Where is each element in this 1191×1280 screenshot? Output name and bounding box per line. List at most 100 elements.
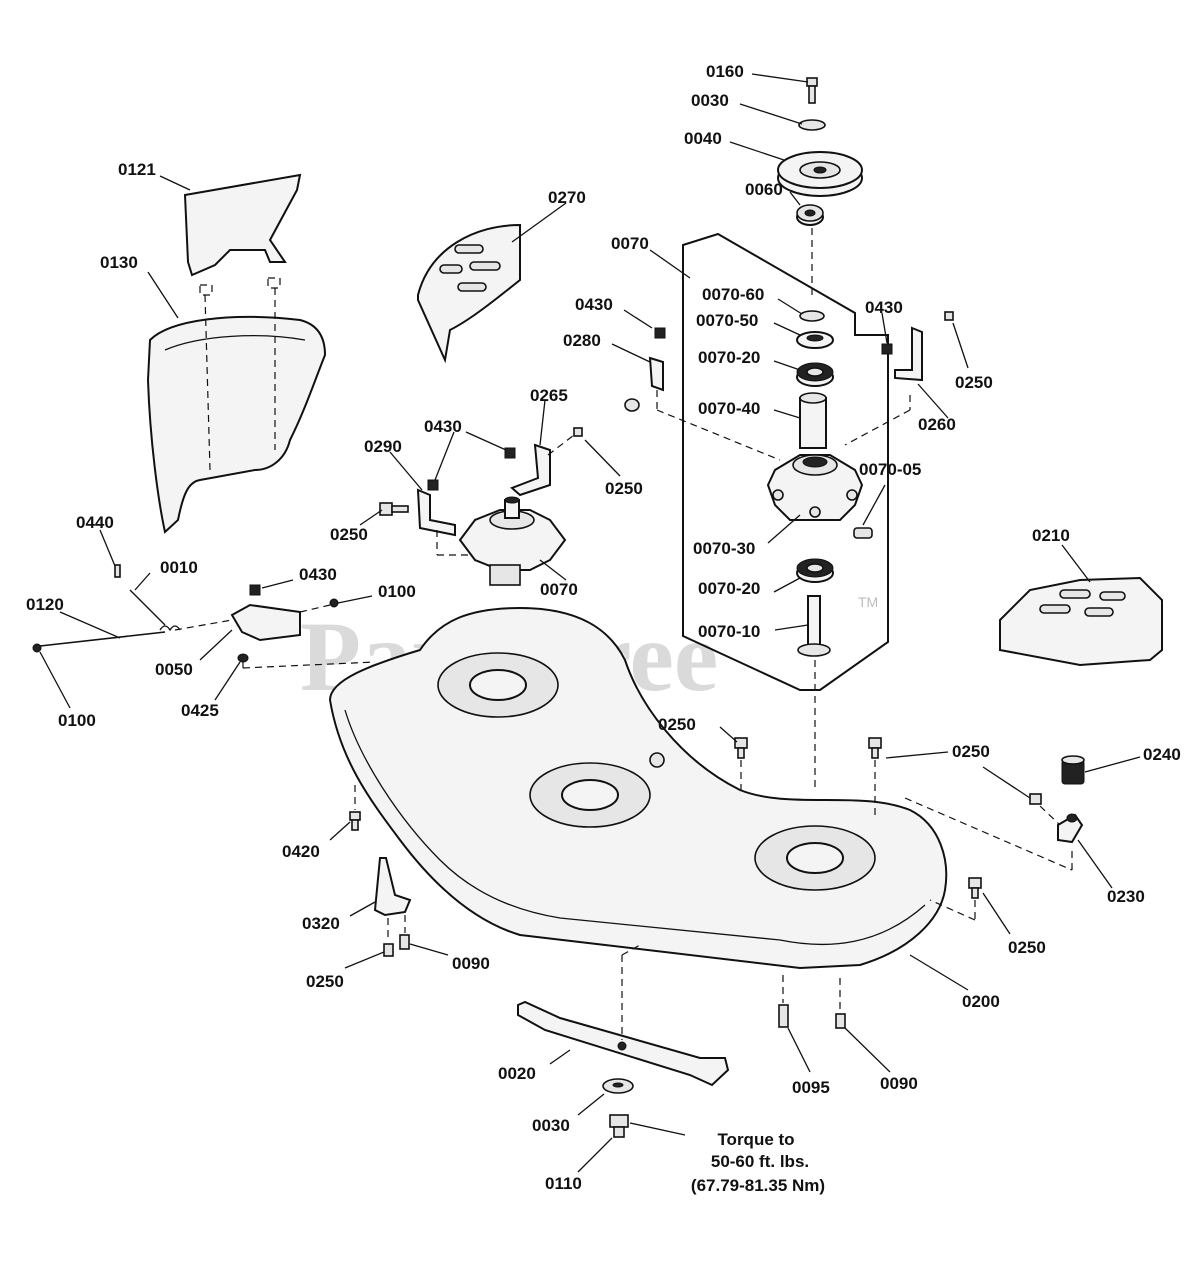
bolt-0090-a bbox=[399, 915, 410, 950]
nut-0430-e bbox=[249, 584, 261, 596]
spindle-assembly-frame bbox=[682, 232, 889, 691]
gauge-wheel-bracket-0230 bbox=[1057, 813, 1084, 844]
bolt-0250-d bbox=[868, 737, 882, 820]
washer-0030-bottom bbox=[602, 1078, 634, 1094]
label-0290: 0290 bbox=[364, 437, 402, 456]
label-0121: 0121 bbox=[118, 160, 156, 179]
bolt-0160 bbox=[806, 77, 818, 104]
label-0240: 0240 bbox=[1143, 745, 1181, 764]
label-0210: 0210 bbox=[1032, 526, 1070, 545]
spring-0010 bbox=[129, 589, 166, 626]
label-0070-30: 0070-30 bbox=[693, 539, 755, 558]
clip-0100-b bbox=[329, 598, 339, 608]
label-0430-a: 0430 bbox=[575, 295, 613, 314]
bolt-0250-a bbox=[379, 502, 409, 516]
label-0070-05: 0070-05 bbox=[859, 460, 921, 479]
bolt-0420 bbox=[349, 785, 361, 831]
callout-labels: 0160 0030 0040 0060 0121 0130 0270 0070 … bbox=[26, 62, 1181, 1193]
label-0250-baffle: 0250 bbox=[306, 972, 344, 991]
bearing-0070-20-bottom bbox=[796, 558, 834, 583]
adjuster-knob-0240 bbox=[1061, 755, 1085, 785]
bracket-0050 bbox=[230, 603, 301, 642]
label-0430-d: 0430 bbox=[865, 298, 903, 317]
label-0110: 0110 bbox=[545, 1174, 582, 1193]
torque-note: Torque to 50-60 ft. lbs. (67.79-81.35 Nm… bbox=[691, 1130, 825, 1195]
bolt-0250-g bbox=[383, 918, 394, 957]
label-0250-deck-front: 0250 bbox=[1008, 938, 1046, 957]
bracket-0260 bbox=[844, 311, 954, 446]
label-0100-right: 0100 bbox=[378, 582, 416, 601]
spindle-housing-0070-30 bbox=[766, 454, 864, 521]
bracket-0290 bbox=[416, 488, 456, 537]
bearing-0060 bbox=[796, 204, 824, 226]
label-0250-left: 0250 bbox=[330, 525, 368, 544]
bolt-0095 bbox=[778, 975, 789, 1028]
baffle-0320 bbox=[373, 857, 412, 917]
label-0040: 0040 bbox=[684, 129, 722, 148]
label-0090-right: 0090 bbox=[880, 1074, 918, 1093]
label-0130: 0130 bbox=[100, 253, 138, 272]
label-0430-b: 0430 bbox=[424, 417, 462, 436]
nut-0430-c bbox=[504, 447, 516, 459]
bracket-0121 bbox=[183, 173, 302, 277]
label-0070-60: 0070-60 bbox=[702, 285, 764, 304]
label-0250-deck-right: 0250 bbox=[952, 742, 990, 761]
bracket-0280 bbox=[624, 327, 781, 461]
label-0230: 0230 bbox=[1107, 887, 1145, 906]
leader-lines bbox=[39, 73, 1141, 1173]
nut-0430-a bbox=[654, 327, 666, 339]
label-0260: 0260 bbox=[918, 415, 956, 434]
bolt-0250-e bbox=[1029, 793, 1061, 826]
deck-spindle-mounts bbox=[437, 652, 876, 891]
spindle-shaft-0070-10 bbox=[797, 595, 831, 657]
label-0250-deck-left: 0250 bbox=[658, 715, 696, 734]
spindle-assembly-0070-left bbox=[458, 496, 567, 586]
label-0070-20-bottom: 0070-20 bbox=[698, 579, 760, 598]
washer-0030-top bbox=[798, 119, 826, 131]
label-0070-top: 0070 bbox=[611, 234, 649, 253]
deck-shield-0210-slots bbox=[1039, 589, 1126, 617]
label-0120: 0120 bbox=[26, 595, 64, 614]
nut-0430-b bbox=[427, 479, 439, 491]
label-0090-left: 0090 bbox=[452, 954, 490, 973]
label-0070-40: 0070-40 bbox=[698, 399, 760, 418]
label-0070-10: 0070-10 bbox=[698, 622, 760, 641]
torque-note-line2: 50-60 ft. lbs. bbox=[711, 1152, 809, 1171]
label-0010: 0010 bbox=[160, 558, 198, 577]
bolt-0250-b bbox=[547, 427, 583, 456]
label-0280: 0280 bbox=[563, 331, 601, 350]
bearing-0070-20-top bbox=[796, 362, 834, 387]
label-0070-left: 0070 bbox=[540, 580, 578, 599]
belt-guard-0270-slots bbox=[439, 244, 501, 292]
label-0160: 0160 bbox=[706, 62, 744, 81]
pin-0440 bbox=[114, 564, 121, 578]
label-0270: 0270 bbox=[548, 188, 586, 207]
torque-note-line3: (67.79-81.35 Nm) bbox=[691, 1176, 825, 1195]
label-0440: 0440 bbox=[76, 513, 114, 532]
label-0070-20-top: 0070-20 bbox=[698, 348, 760, 367]
bolt-0250-f bbox=[929, 877, 982, 921]
label-0020: 0020 bbox=[498, 1064, 536, 1083]
watermark-trademark: TM bbox=[858, 594, 878, 610]
label-0030-bottom: 0030 bbox=[532, 1116, 570, 1135]
rod-0120 bbox=[39, 631, 166, 647]
bolt-0090-b bbox=[835, 978, 846, 1029]
label-0265: 0265 bbox=[530, 386, 568, 405]
clip-0100-a bbox=[32, 643, 42, 653]
bracket-0265 bbox=[510, 443, 551, 497]
pulley-0040 bbox=[777, 151, 863, 197]
bolt-0250-c bbox=[734, 737, 748, 790]
label-0250-top-right: 0250 bbox=[955, 373, 993, 392]
label-0060: 0060 bbox=[745, 180, 783, 199]
snap-ring-0070-60 bbox=[799, 310, 825, 322]
label-0100-left: 0100 bbox=[58, 711, 96, 730]
label-0030-top: 0030 bbox=[691, 91, 729, 110]
spacer-0070-40 bbox=[799, 392, 827, 449]
washer-0425 bbox=[237, 653, 249, 663]
label-0250-mid: 0250 bbox=[605, 479, 643, 498]
torque-note-line1: Torque to bbox=[717, 1130, 794, 1149]
label-0425: 0425 bbox=[181, 701, 219, 720]
label-0430-e: 0430 bbox=[299, 565, 337, 584]
washer-0070-50 bbox=[796, 331, 834, 349]
